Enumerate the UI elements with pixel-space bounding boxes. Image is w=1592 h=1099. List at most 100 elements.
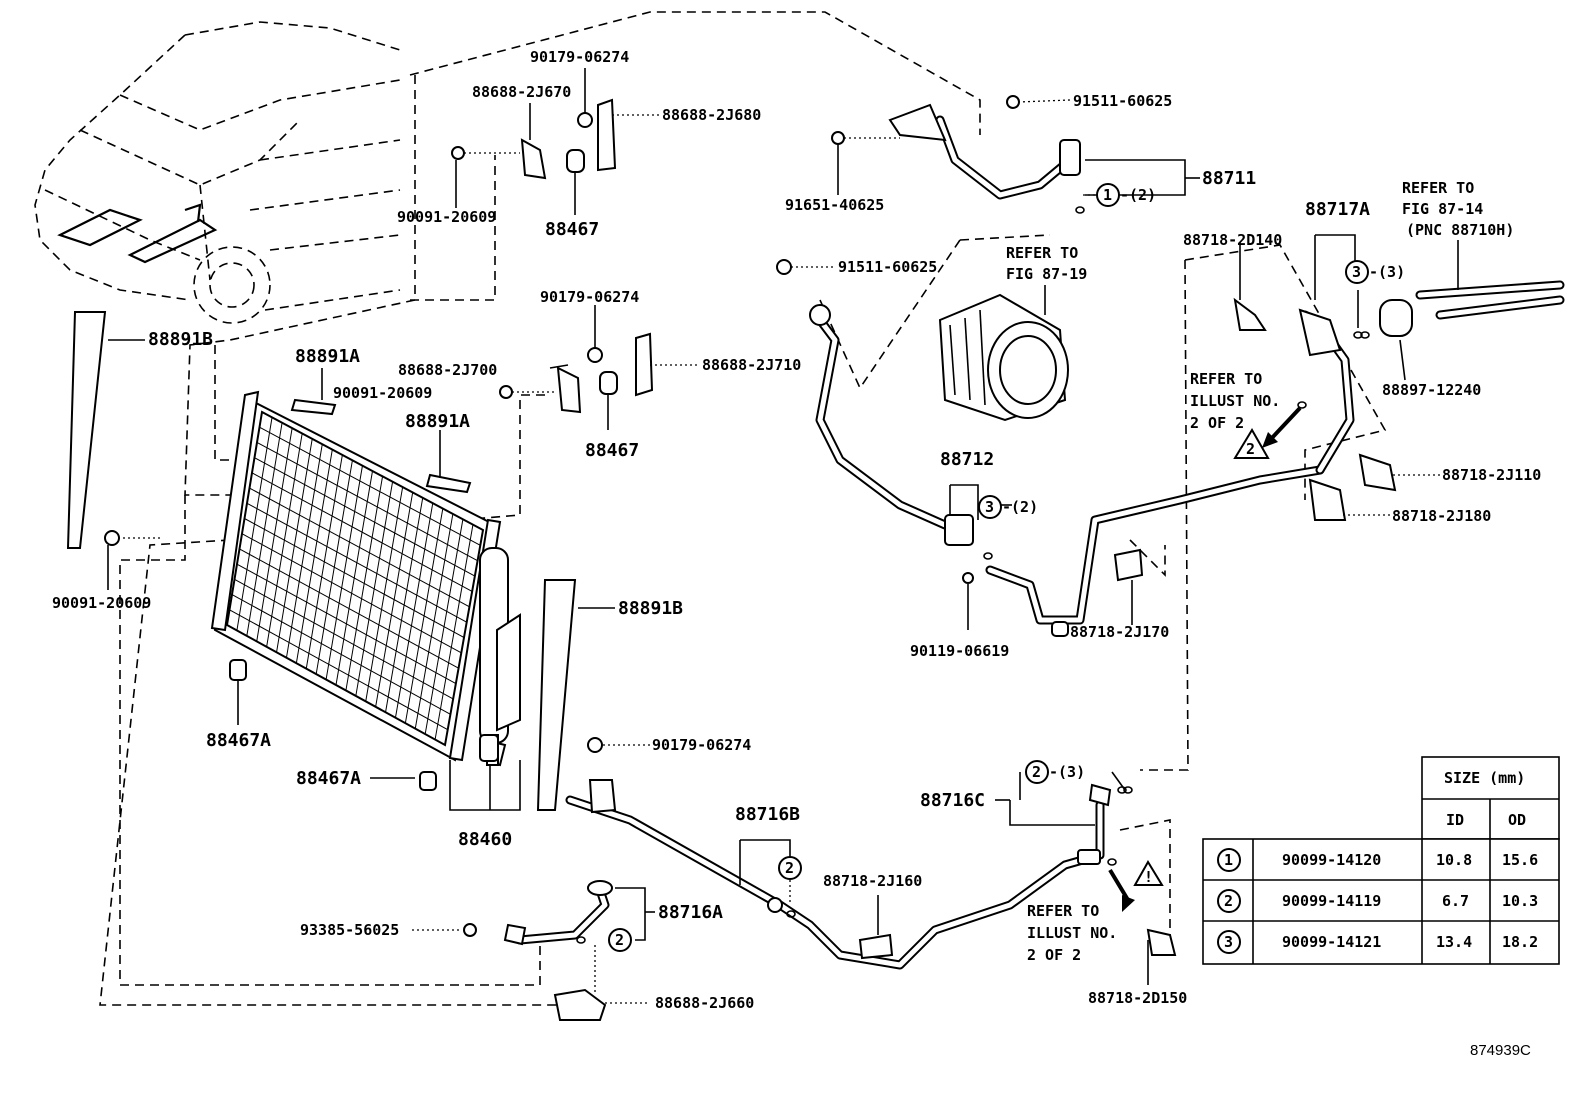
svg-text:3: 3 [1224, 933, 1233, 951]
fittings [463, 95, 1413, 1021]
refer-illust-b-line2: ILLUST NO. [1027, 924, 1117, 942]
svg-text:3: 3 [1352, 263, 1361, 281]
callout-2-88716b [778, 856, 802, 880]
label-88716a: 88716A [658, 902, 723, 923]
refer-illust-b-line1: REFER TO [1027, 902, 1099, 920]
label-88467-a: 88467 [545, 219, 599, 240]
svg-text:-(2): -(2) [1002, 498, 1038, 516]
refer-fig-87-19-line1: REFER TO [1006, 244, 1078, 262]
refer-fig-87-14-line2: FIG 87-14 [1402, 200, 1483, 218]
callout-3-88717a [1345, 260, 1369, 284]
svg-text:13.4: 13.4 [1436, 933, 1472, 951]
svg-text:-(2): -(2) [1120, 186, 1156, 204]
refer-illust-b-line3: 2 OF 2 [1027, 946, 1081, 964]
label-88718-2j170: 88718-2J170 [1070, 623, 1169, 641]
label-88718-2j180: 88718-2J180 [1392, 507, 1491, 525]
label-88688-2j700: 88688-2J700 [398, 361, 497, 379]
brackets-upper [104, 98, 654, 546]
svg-text:2: 2 [1224, 892, 1233, 910]
label-91511-60625-b: 91511-60625 [838, 258, 937, 276]
label-88897-12240: 88897-12240 [1382, 381, 1481, 399]
refer-fig-87-19-line2: FIG 87-19 [1006, 265, 1087, 283]
svg-text:2: 2 [1032, 763, 1041, 781]
label-88716b: 88716B [735, 804, 800, 825]
vehicle-sketch [34, 21, 401, 324]
svg-text:1: 1 [1224, 851, 1233, 869]
label-88891a-b: 88891A [405, 411, 470, 432]
label-88460: 88460 [458, 829, 512, 850]
leader-lines [107, 68, 1459, 1004]
svg-text:!: ! [1144, 868, 1153, 886]
label-93385-56025: 93385-56025 [300, 921, 399, 939]
refer-fig-87-14-line3: (PNC 88710H) [1406, 221, 1514, 239]
label-91651-40625: 91651-40625 [785, 196, 884, 214]
refer-illust-a-line3: 2 OF 2 [1190, 414, 1244, 432]
size-table: SIZE (mm) ID OD 1 90099-14120 10.8 15.6 … [1202, 756, 1560, 965]
svg-text:90099-14121: 90099-14121 [1282, 933, 1381, 951]
label-90119-06619: 90119-06619 [910, 642, 1009, 660]
table-id-header: ID [1446, 811, 1464, 829]
callout-2-88716a [608, 928, 632, 952]
label-90179-06274-a: 90179-06274 [530, 48, 629, 66]
table-row: 2 90099-14119 6.7 10.3 [1217, 889, 1538, 913]
compressor [938, 293, 1069, 422]
group-outlines [99, 11, 1387, 1006]
callout-2-88716c [1025, 760, 1049, 784]
label-88467-b: 88467 [585, 440, 639, 461]
label-88688-2j710: 88688-2J710 [702, 356, 801, 374]
label-88712: 88712 [940, 449, 994, 470]
svg-text:10.8: 10.8 [1436, 851, 1472, 869]
label-90179-06274-b: 90179-06274 [540, 288, 639, 306]
label-90091-20609-c: 90091-20609 [52, 594, 151, 612]
label-88688-2j660: 88688-2J660 [655, 994, 754, 1012]
table-row: 3 90099-14121 13.4 18.2 [1217, 930, 1538, 954]
label-91511-60625-a: 91511-60625 [1073, 92, 1172, 110]
svg-text:15.6: 15.6 [1502, 851, 1538, 869]
refer-illust-a-line1: REFER TO [1190, 370, 1262, 388]
label-88718-2j160: 88718-2J160 [823, 872, 922, 890]
label-90179-06274-c: 90179-06274 [652, 736, 751, 754]
svg-text:90099-14119: 90099-14119 [1282, 892, 1381, 910]
refer-fig-87-14-line1: REFER TO [1402, 179, 1474, 197]
label-90091-20609-a: 90091-20609 [397, 208, 496, 226]
condenser [210, 390, 502, 762]
table-size-header: SIZE (mm) [1444, 769, 1525, 787]
label-88718-2d140: 88718-2D140 [1183, 231, 1282, 249]
condenser-cushions [229, 659, 499, 791]
svg-text:10.3: 10.3 [1502, 892, 1538, 910]
label-88688-2j670: 88688-2J670 [472, 83, 571, 101]
label-88891a-a: 88891A [295, 346, 360, 367]
figure-id: 874939C [1470, 1042, 1531, 1059]
receiver-dryer [479, 547, 521, 767]
svg-text:-(3): -(3) [1049, 763, 1085, 781]
label-90091-20609-b: 90091-20609 [333, 384, 432, 402]
callout-1-88711 [1096, 183, 1120, 207]
label-88718-2d150: 88718-2D150 [1088, 989, 1187, 1007]
refer-illust-a-line2: ILLUST NO. [1190, 392, 1280, 410]
seal-strips [66, 311, 577, 811]
label-88467a-b: 88467A [296, 768, 361, 789]
reference-markers: 2 ! [1108, 406, 1302, 912]
svg-text:-(3): -(3) [1369, 263, 1405, 281]
svg-text:2: 2 [615, 931, 624, 949]
svg-text:1: 1 [1103, 186, 1112, 204]
svg-text:90099-14120: 90099-14120 [1282, 851, 1381, 869]
svg-text:3: 3 [985, 498, 994, 516]
svg-text:18.2: 18.2 [1502, 933, 1538, 951]
table-row: 1 90099-14120 10.8 15.6 [1217, 848, 1538, 872]
svg-text:6.7: 6.7 [1442, 892, 1469, 910]
svg-text:2: 2 [785, 859, 794, 877]
label-88711: 88711 [1202, 168, 1256, 189]
label-88891b-a: 88891B [148, 329, 213, 350]
label-88718-2j110: 88718-2J110 [1442, 466, 1541, 484]
table-od-header: OD [1508, 811, 1526, 829]
svg-text:2: 2 [1246, 440, 1255, 458]
label-88716c: 88716C [920, 790, 985, 811]
part-labels: 90179-06274 88688-2J670 88688-2J680 9009… [52, 48, 1541, 1059]
label-88688-2j680: 88688-2J680 [662, 106, 761, 124]
label-88891b-b: 88891B [618, 598, 683, 619]
label-88717a: 88717A [1305, 199, 1370, 220]
callout-3-88712 [978, 495, 1002, 519]
label-88467a-a: 88467A [206, 730, 271, 751]
